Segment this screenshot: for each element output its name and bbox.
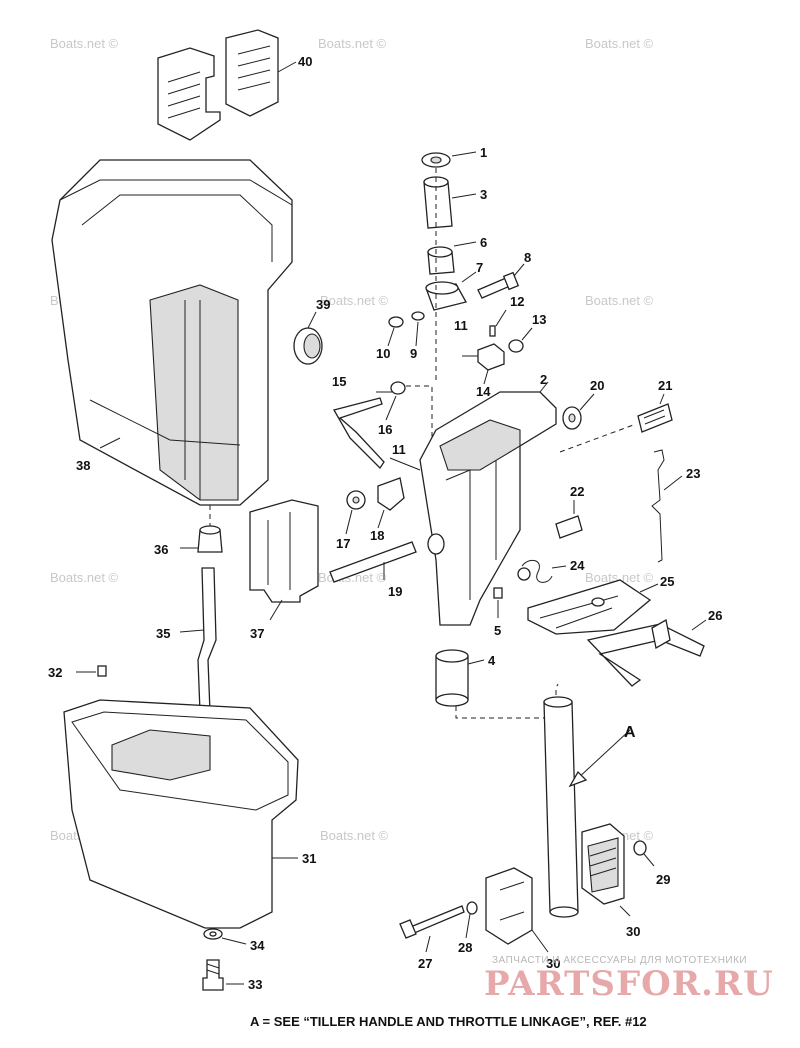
- part-19-shaft: [329, 541, 417, 583]
- part-20-washer: [562, 393, 595, 430]
- watermark: Boats.net ©: [320, 828, 389, 843]
- callout-22: 22: [570, 484, 584, 499]
- part-1-nut: [421, 151, 477, 168]
- callout-38: 38: [76, 458, 90, 473]
- part-2-swivel-bracket: [419, 381, 557, 626]
- part-30-bracket-right: [581, 823, 631, 917]
- part-28-washer: [465, 901, 478, 939]
- callout-28: 28: [458, 940, 472, 955]
- callout-19: 19: [388, 584, 402, 599]
- part-30-bracket-left: [485, 867, 549, 953]
- part-24-spring: [517, 559, 567, 583]
- callout-40: 40: [298, 54, 312, 69]
- callout-25: 25: [660, 574, 674, 589]
- callout-21: 21: [658, 378, 672, 393]
- part-9-washer: [411, 311, 425, 347]
- partsfor-logo: PARTSFOR.RU: [484, 964, 774, 1004]
- part-38-drive-shaft-housing: [51, 159, 293, 506]
- callout-26: 26: [708, 608, 722, 623]
- callout-11-upper: 11: [454, 318, 468, 333]
- callout-20: 20: [590, 378, 604, 393]
- callout-34: 34: [250, 938, 265, 953]
- callout-7: 7: [476, 260, 483, 275]
- part-3-bushing: [423, 176, 477, 229]
- part-31-lower-housing: [63, 699, 299, 929]
- part-35-water-tube: [179, 567, 217, 713]
- watermark: Boats.net ©: [50, 36, 119, 51]
- callout-labels: 1 3 6 7 8 10 9 11 12 13 14 15 16 11 17 1…: [48, 54, 722, 992]
- part-32-pin: [76, 665, 107, 677]
- callout-31: 31: [302, 851, 316, 866]
- callout-32: 32: [48, 665, 62, 680]
- callout-11-lower: 11: [392, 442, 406, 457]
- part-10-washer: [387, 316, 404, 347]
- callout-30-left: 30: [546, 956, 560, 971]
- watermark: Boats.net ©: [318, 36, 387, 51]
- callout-10: 10: [376, 346, 390, 361]
- callout-5: 5: [494, 623, 501, 638]
- part-16-bushing: [385, 381, 406, 421]
- watermark: Boats.net ©: [585, 570, 654, 585]
- logo-subtitle: ЗАПЧАСТИ И АКСЕССУАРЫ ДЛЯ МОТОТЕХНИКИ: [492, 955, 748, 966]
- callout-9: 9: [410, 346, 417, 361]
- part-34-washer: [203, 928, 247, 945]
- callout-15: 15: [332, 374, 346, 389]
- callout-6: 6: [480, 235, 487, 250]
- part-39-plug: [293, 311, 323, 365]
- part-37-bracket: [249, 499, 319, 621]
- part-6-bushing: [427, 241, 477, 275]
- callout-17: 17: [336, 536, 350, 551]
- part-29-washer: [633, 840, 655, 867]
- part-36-grommet: [180, 505, 223, 553]
- part-4-bushing: [435, 649, 485, 707]
- part-18-bushing: [377, 477, 405, 529]
- part-23-spring: [651, 449, 683, 563]
- part-8-screw: [477, 263, 525, 299]
- part-21-decal: [637, 393, 673, 433]
- callout-8: 8: [524, 250, 531, 265]
- callout-4: 4: [488, 653, 496, 668]
- part-5-screw: [493, 587, 503, 618]
- callout-12: 12: [510, 294, 524, 309]
- watermark: Boats.net ©: [585, 36, 654, 51]
- part-25-plate: [527, 579, 659, 635]
- watermark: Boats.net ©: [320, 293, 389, 308]
- callout-18: 18: [370, 528, 384, 543]
- callout-23: 23: [686, 466, 700, 481]
- footnote: A = SEE “TILLER HANDLE AND THROTTLE LINK…: [250, 1014, 647, 1029]
- part-17-washer: [345, 490, 366, 535]
- callout-37: 37: [250, 626, 264, 641]
- part-13-bushing: [508, 327, 533, 353]
- part-40-covers: [157, 29, 297, 141]
- callout-33: 33: [248, 977, 262, 992]
- callout-3: 3: [480, 187, 487, 202]
- part-11-pin: [389, 457, 421, 471]
- callout-14: 14: [476, 384, 491, 399]
- callout-24: 24: [570, 558, 585, 573]
- watermark: Boats.net ©: [585, 293, 654, 308]
- callout-a: A: [624, 724, 636, 741]
- callout-13: 13: [532, 312, 546, 327]
- callout-16: 16: [378, 422, 392, 437]
- callout-29: 29: [656, 872, 670, 887]
- callout-35: 35: [156, 626, 170, 641]
- callout-1: 1: [480, 145, 487, 160]
- callout-39: 39: [316, 297, 330, 312]
- part-12-pin: [489, 309, 507, 337]
- part-27-bolt: [399, 905, 465, 953]
- part-7-clamp: [425, 271, 477, 311]
- watermark: Boats.net ©: [50, 570, 119, 585]
- callout-27: 27: [418, 956, 432, 971]
- part-a-steering-tube: [543, 696, 631, 918]
- part-22-decal: [555, 500, 583, 539]
- callout-2: 2: [540, 372, 547, 387]
- callout-36: 36: [154, 542, 168, 557]
- part-14-block: [462, 343, 505, 385]
- callout-30-right: 30: [626, 924, 640, 939]
- part-33-screw: [202, 959, 244, 991]
- part-26-handle: [586, 618, 707, 687]
